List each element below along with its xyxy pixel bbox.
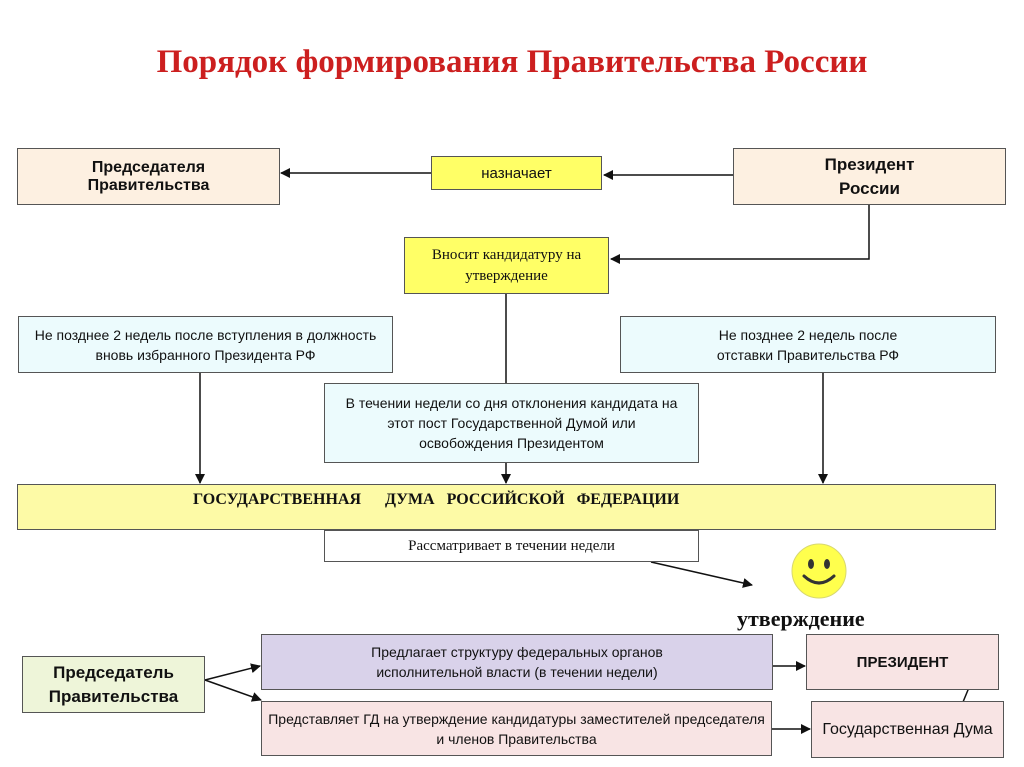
duma-label: ГОСУДАРСТВЕННАЯ ДУМА РОССИЙСКОЙ ФЕДЕРАЦИ… — [193, 491, 680, 508]
president-caps-box: ПРЕЗИДЕНТ — [806, 634, 999, 690]
proposes-box: Предлагает структуру федеральных органов… — [261, 634, 773, 690]
approval-label: утверждение — [737, 606, 865, 631]
arrow-considers-to-approval — [650, 561, 753, 588]
chairman-bottom-box: Председатель Правительства — [22, 656, 205, 713]
arrow-president-to-submits — [610, 205, 870, 264]
arrow-chairman-to-proposes — [204, 663, 261, 681]
considers-box: Рассматривает в течении недели — [324, 530, 699, 562]
left-term-box: Не позднее 2 недель после вступления в д… — [18, 316, 393, 373]
middle-term-box: В течении недели со дня отклонения канди… — [324, 383, 699, 463]
gos-duma-box: Государственная Дума — [811, 701, 1004, 758]
smiley-face-icon — [790, 542, 848, 600]
appoints-box: назначает — [431, 156, 602, 190]
duma-box: ГОСУДАРСТВЕННАЯ ДУМА РОССИЙСКОЙ ФЕДЕРАЦИ… — [17, 484, 996, 530]
president-box: Президент России — [733, 148, 1006, 205]
page-title: Порядок формирования Правительства Росси… — [156, 44, 868, 80]
arrow-chairman-to-presents — [204, 679, 262, 702]
chairman-top-box: Председателя Правительства — [17, 148, 280, 205]
right-term-box: Не позднее 2 недель после отставки Прави… — [620, 316, 996, 373]
presents-box: Представляет ГД на утверждение кандидату… — [261, 701, 772, 756]
submits-box: Вносит кандидатуру на утверждение — [404, 237, 609, 294]
